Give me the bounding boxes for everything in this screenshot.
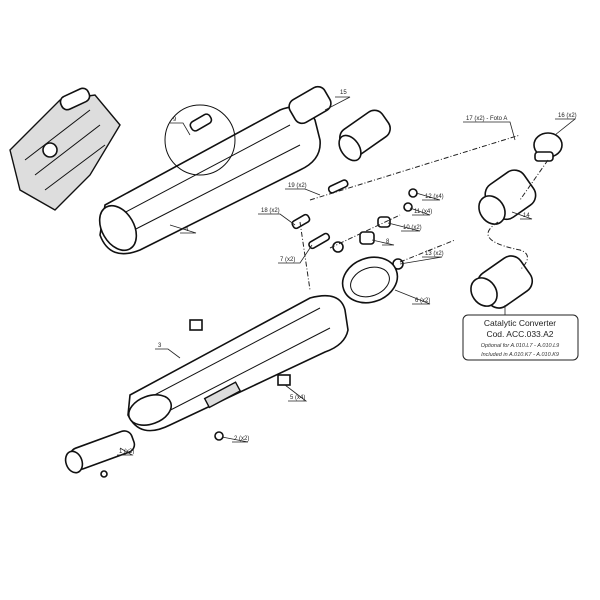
strap-6 xyxy=(341,256,399,304)
silencer-upper xyxy=(98,85,332,255)
label-2: 2 (x2) xyxy=(234,436,249,442)
nut-5a xyxy=(189,319,203,331)
label-11: 11 (x4) xyxy=(414,209,432,215)
label-1: 1 (x2) xyxy=(119,449,134,455)
label-17: 17 (x2) - Foto A xyxy=(466,116,507,122)
label-8: 8 xyxy=(386,239,390,245)
label-13: 13 (x2) xyxy=(425,251,444,257)
callout-code: Cod. ACC.033.A2 xyxy=(486,329,553,339)
hardware xyxy=(291,179,418,270)
label-18: 18 (x2) xyxy=(261,208,280,214)
label-5: 5 (x4) xyxy=(290,395,305,401)
link-pipe xyxy=(338,109,391,162)
nut-5b xyxy=(277,374,291,386)
callout-included: Included in A.010.K7 - A.010.K9 xyxy=(481,352,559,358)
callout-optional: Optional for A.010.L7 - A.010.L9 xyxy=(481,343,559,349)
label-9: 9 xyxy=(173,117,177,123)
callout-title: Catalytic Converter xyxy=(484,318,556,328)
catalytic-converter xyxy=(470,255,534,309)
label-3: 3 xyxy=(158,343,162,349)
label-19: 19 (x2) xyxy=(288,183,307,189)
label-4: 4 xyxy=(185,227,189,233)
silencer-lower xyxy=(127,294,349,432)
label-12: 12 (x4) xyxy=(425,194,444,200)
bolt-2 xyxy=(214,431,224,441)
label-16: 16 (x2) xyxy=(558,113,577,119)
label-14: 14 xyxy=(523,213,530,219)
clamp-16 xyxy=(533,132,563,162)
label-6: 6 (x2) xyxy=(415,298,430,304)
tube-1 xyxy=(64,430,136,478)
label-7: 7 (x2) xyxy=(280,257,295,263)
catalytic-converter-callout: Catalytic Converter Cod. ACC.033.A2 Opti… xyxy=(462,305,579,361)
catalytic-part-14 xyxy=(478,169,537,225)
label-10: 10 (x2) xyxy=(403,225,422,231)
label-15: 15 xyxy=(340,90,347,96)
frame-bracket xyxy=(9,87,121,211)
